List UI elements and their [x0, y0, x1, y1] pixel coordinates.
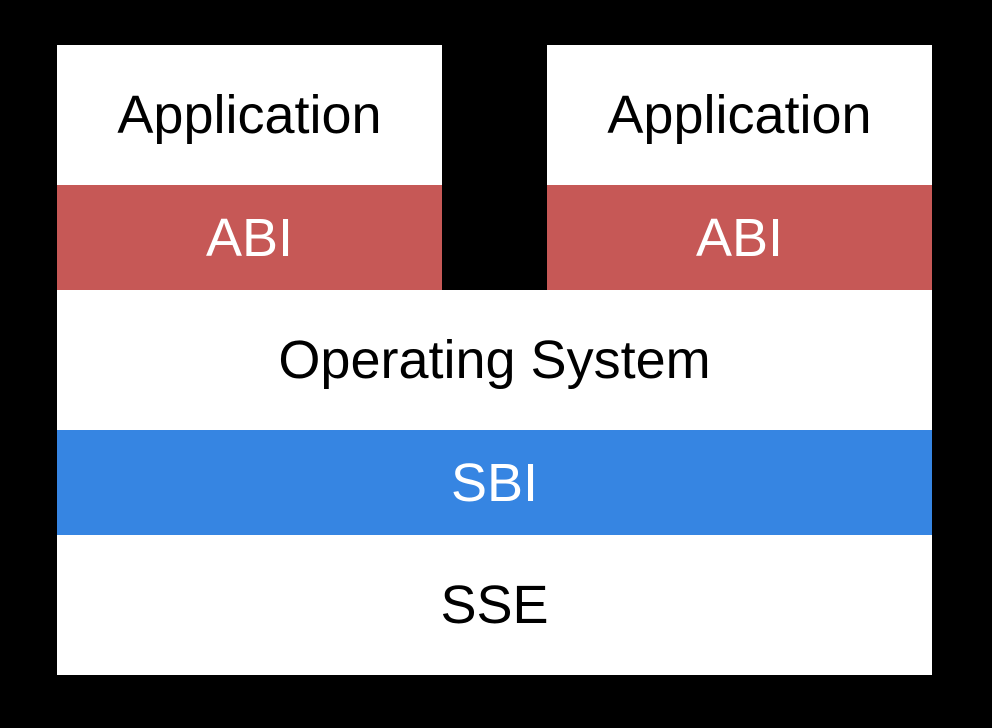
operating-system-label: Operating System — [278, 330, 711, 390]
operating-system-layer: Operating System — [57, 290, 932, 430]
sbi-label: SBI — [450, 452, 539, 513]
sse-layer: SSE — [57, 535, 932, 675]
application-label-right: Application — [607, 85, 872, 145]
abi-layer-left: ABI — [57, 185, 442, 290]
application-label-left: Application — [117, 85, 382, 145]
abi-label-right: ABI — [695, 207, 784, 268]
abi-layer-right: ABI — [547, 185, 932, 290]
application-layer-right: Application — [547, 45, 932, 185]
application-layer-left: Application — [57, 45, 442, 185]
sse-label: SSE — [440, 575, 549, 635]
abi-label-left: ABI — [205, 207, 294, 268]
sbi-layer: SBI — [57, 430, 932, 535]
